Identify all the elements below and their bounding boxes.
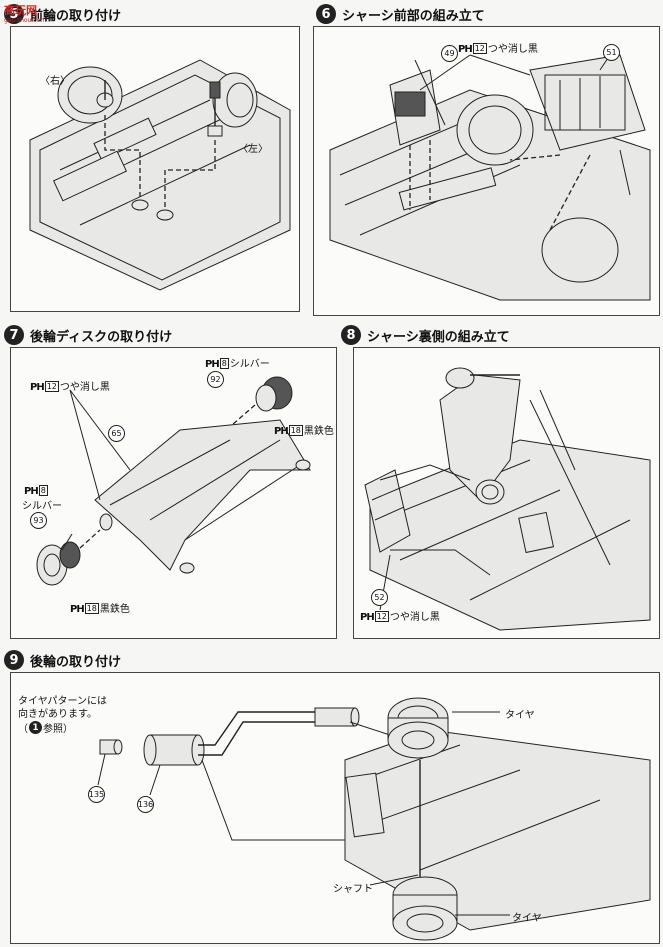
step6-paint-prefix: PH [458, 44, 473, 55]
step9-reference: （ 1 参照） [18, 720, 73, 735]
step6-part-51: 51 [603, 44, 620, 61]
step7-part-93: 93 [30, 512, 47, 529]
step8-title: シャーシ裏側の組み立て [367, 329, 510, 345]
step7-left-paint-prefix: PH [30, 382, 45, 393]
watermark-logo: 高玩网 gao.shou.com [4, 2, 46, 24]
step7-bottom-paint-prefix: PH [70, 604, 85, 615]
step9-note-line1: タイヤパターンには [18, 696, 107, 707]
step9-tire-bottom-label: タイヤ [512, 913, 542, 924]
step6-number: 6 [316, 4, 336, 24]
step7-number: 7 [4, 325, 24, 345]
step8-paint-number: 12 [374, 611, 389, 622]
step5-right-label: 〈右〉 [40, 76, 70, 87]
step9-shaft-label: シャフト [333, 884, 373, 895]
step7-part-92: 92 [207, 371, 224, 388]
step9-tire-top-label: タイヤ [505, 710, 535, 721]
step9-ref-number: 1 [29, 721, 42, 734]
step9-number: 9 [4, 650, 24, 670]
step7-left-silver-name: シルバー [22, 501, 62, 512]
step7-left-paint-number: 12 [44, 381, 59, 392]
step8-heading: 8 シャーシ裏側の組み立て [341, 325, 510, 345]
step6-paint-name: つや消し黒 [487, 44, 538, 55]
step5-number: 5 [4, 4, 24, 24]
step6-part-49: 49 [441, 45, 458, 62]
watermark-text: 高玩网 [4, 4, 37, 17]
step8-paint-prefix: PH [360, 612, 375, 623]
step5-heading: 5 前輪の取り付け [4, 4, 121, 24]
step8-paint-name: つや消し黒 [389, 612, 440, 623]
step6-title: シャーシ前部の組み立て [342, 8, 485, 24]
step7-top-paint-name: シルバー [229, 359, 270, 370]
step6-paint-number: 12 [472, 43, 487, 54]
step8-part-52: 52 [371, 589, 388, 606]
step7-heading: 7 後輪ディスクの取り付け [4, 325, 172, 345]
step7-right-paint-number: 18 [288, 425, 303, 436]
step7-top-paint-number: 8 [219, 358, 229, 369]
step9-note-line2: 向きがあります。 [18, 709, 97, 720]
step5-title: 前輪の取り付け [30, 8, 122, 24]
step7-title: 後輪ディスクの取り付け [30, 329, 173, 345]
step7-part-65: 65 [108, 425, 125, 442]
step8-number: 8 [341, 325, 361, 345]
step9-heading: 9 後輪の取り付け [4, 650, 121, 670]
step7-bottom-paint-number: 18 [84, 603, 99, 614]
step9-title: 後輪の取り付け [30, 654, 122, 670]
step9-ref-text: 参照） [43, 724, 73, 735]
step7-right-paint-name: 黒鉄色 [303, 426, 334, 437]
step7-bottom-paint-name: 黒鉄色 [99, 604, 130, 615]
step7-top-paint-prefix: PH [205, 359, 220, 370]
step9-ref-open: （ [18, 724, 28, 735]
step7-right-paint-prefix: PH [274, 426, 289, 437]
step9-part-136: 136 [137, 796, 154, 813]
watermark-url: gao.shou.com [4, 17, 47, 24]
step5-left-label: 〈左〉 [238, 144, 268, 155]
step7-left-silver-number: 8 [38, 485, 48, 496]
step9-part-135: 135 [88, 786, 105, 803]
step7-left-silver-prefix: PH [24, 486, 39, 497]
step7-left-paint-name: つや消し黒 [59, 382, 110, 393]
step6-heading: 6 シャーシ前部の組み立て [316, 4, 485, 24]
